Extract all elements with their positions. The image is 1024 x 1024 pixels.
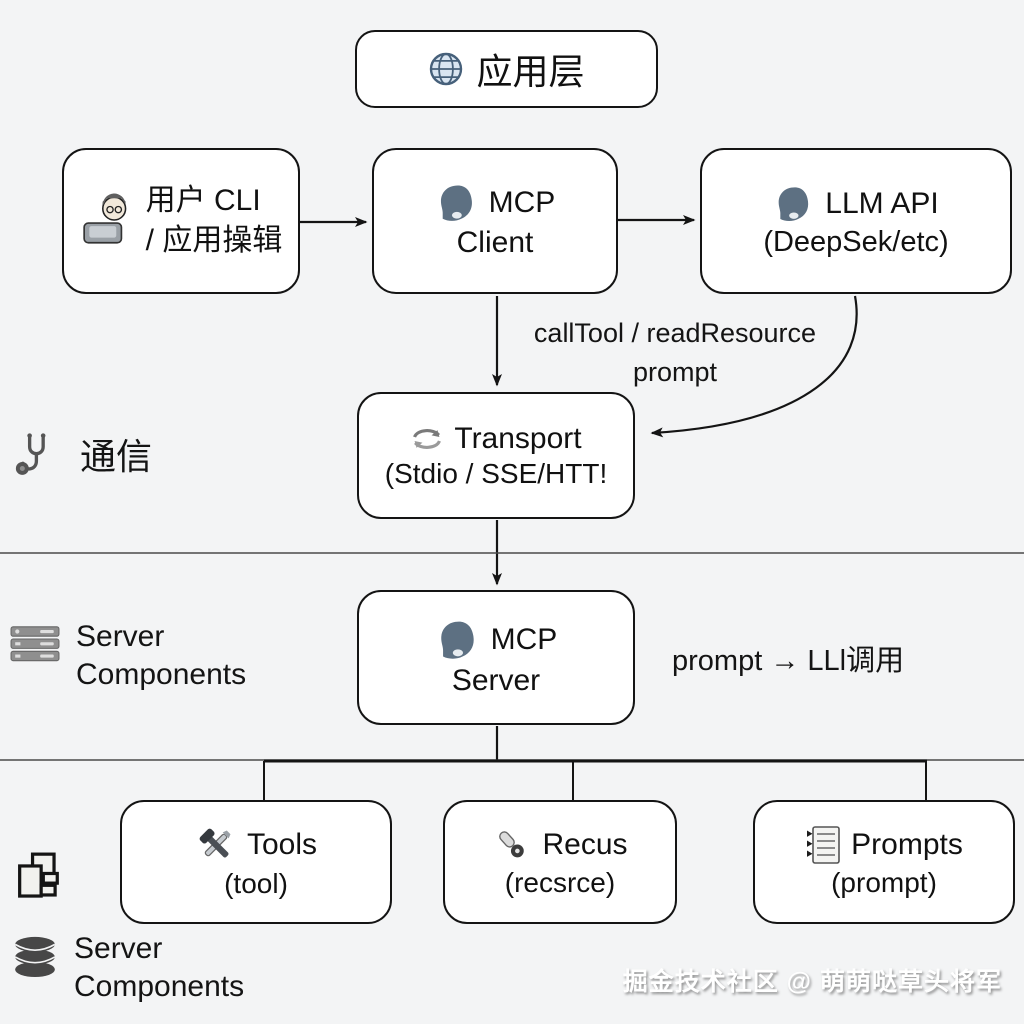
list-icon	[805, 825, 841, 865]
node-llm-api: LLM API (DeepSek/etc)	[700, 148, 1012, 294]
node-mcp-server: MCP Server	[357, 590, 635, 725]
node-prompts: Prompts (prompt)	[753, 800, 1015, 924]
node-mcp-client-line1: MCP	[488, 186, 556, 219]
stethoscope-icon	[14, 430, 64, 484]
node-resources-line1: Recus	[542, 828, 628, 861]
node-tools-line2: (tool)	[224, 868, 288, 899]
head-icon	[773, 184, 813, 224]
section-label-server-components-bottom: Server Components	[12, 930, 289, 1007]
node-tools: Tools (tool)	[120, 800, 392, 924]
edge-label-line2: prompt	[632, 357, 718, 388]
technologist-icon	[80, 192, 138, 250]
node-mcp-server-line2: Server	[451, 663, 541, 697]
node-user-cli-label: 用户 CLI / 应用操辑	[146, 181, 283, 260]
database-icon	[12, 936, 58, 980]
node-app-layer-label: 应用层	[476, 51, 585, 92]
edge-label-client-transport: callTool / readResource prompt	[500, 314, 850, 392]
section-label-communication: 通信	[14, 430, 152, 484]
wrench-icon	[492, 825, 532, 865]
node-llm-api-line1: LLM API	[825, 186, 939, 220]
section-label-server-components-bottom-text: Server Components	[74, 932, 245, 1004]
hammer-wrench-icon	[195, 824, 237, 866]
node-prompts-line1: Prompts	[851, 828, 963, 861]
node-transport-line2: (Stdio / SSE/HTT!	[384, 457, 608, 489]
node-mcp-server-line1: MCP	[490, 622, 558, 656]
node-mcp-client-line2: Client	[456, 226, 534, 259]
arrow-llm-to-transport	[650, 295, 858, 438]
node-app-layer: 应用层	[355, 30, 658, 108]
node-resources: Recus (recsrce)	[443, 800, 677, 924]
node-mcp-client: MCP Client	[372, 148, 618, 294]
node-resources-line2: (recsrce)	[504, 867, 616, 898]
node-prompts-line2: (prompt)	[831, 867, 937, 898]
section-label-server-components-middle: Server Components	[10, 618, 286, 695]
edge-label-line1: callTool / readResource	[533, 318, 817, 348]
transfer-arrows-icon	[410, 424, 444, 454]
watermark: 掘金技术社区 @ 萌萌哒草头将军	[622, 968, 1002, 996]
node-transport: Transport (Stdio / SSE/HTT!	[357, 392, 635, 519]
pages-icon	[14, 852, 64, 910]
node-user-cli: 用户 CLI / 应用操辑	[62, 148, 300, 294]
head-icon	[435, 618, 479, 662]
server-rack-icon	[10, 626, 60, 662]
node-user-cli-line1: 用户 CLI	[145, 184, 261, 218]
section-label-server-components-middle-text: Server Components	[76, 620, 247, 692]
node-transport-line1: Transport	[454, 421, 582, 455]
globe-icon	[428, 51, 464, 87]
head-icon	[435, 182, 477, 224]
node-user-cli-line2: / 应用操辑	[145, 224, 283, 257]
section-label-communication-text: 通信	[80, 435, 153, 477]
node-tools-line1: Tools	[246, 828, 318, 861]
node-llm-api-line2: (DeepSek/etc)	[763, 225, 949, 258]
label-prompt-flow: prompt → LLl调用	[672, 645, 905, 677]
